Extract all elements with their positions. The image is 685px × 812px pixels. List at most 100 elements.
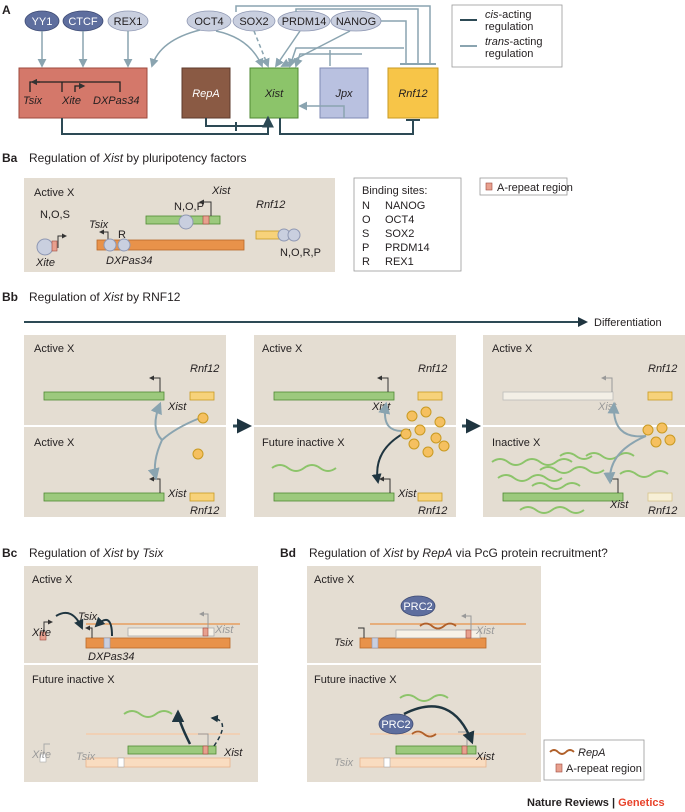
factor-ctcf: CTCF [62,10,104,32]
bb-stage-2: Active X Xist Rnf12 Future inactive X Xi… [254,335,456,517]
svg-text:Tsix: Tsix [334,757,354,769]
svg-text:PRC2: PRC2 [403,601,432,613]
svg-text:N,O,S: N,O,S [40,209,70,221]
svg-text:Differentiation: Differentiation [594,317,662,329]
svg-text:Rnf12: Rnf12 [256,199,285,211]
svg-text:Rnf12: Rnf12 [418,363,447,375]
svg-text:Xist: Xist [214,624,234,636]
svg-text:Xist: Xist [609,499,629,511]
svg-text:Bb: Bb [2,290,18,304]
svg-text:N,O,P: N,O,P [174,201,204,213]
gene-box-rnf12: Rnf12 [387,67,439,119]
gene-xite: Xite [61,95,81,107]
gene-box-tsix-cluster: Tsix Xite DXPas34 [18,67,148,119]
svg-text:RepA: RepA [192,88,220,100]
svg-text:N,O,R,P: N,O,R,P [280,247,321,259]
factor-rex1: REX1 [107,10,149,32]
svg-text:N: N [362,200,370,212]
svg-text:Active X: Active X [262,343,303,355]
svg-text:A-repeat region: A-repeat region [497,182,573,194]
svg-text:A-repeat region: A-repeat region [566,763,642,775]
svg-text:Inactive X: Inactive X [492,437,541,449]
svg-text:Tsix: Tsix [334,637,354,649]
factor-oct4: OCT4 [186,10,232,32]
svg-text:CTCF: CTCF [68,16,98,28]
bb-stage-1: Active X Xist Rnf12 Active X Xist Rnf12 [24,335,226,517]
svg-text:Xist: Xist [211,185,231,197]
bb-stage-3: Active X Xist Rnf12 Inactive X Xist Rnf1… [483,335,685,517]
gene-dxpas34: DXPas34 [93,95,139,107]
svg-text:S: S [362,228,369,240]
svg-text:REX1: REX1 [385,256,414,268]
svg-text:YY1: YY1 [32,16,53,28]
svg-text:regulation: regulation [485,21,533,33]
footer-credit: Nature Reviews | Genetics [527,797,665,809]
svg-text:RepA: RepA [578,747,606,759]
svg-text:Xite: Xite [35,257,55,269]
svg-text:REX1: REX1 [114,16,143,28]
svg-text:O: O [362,214,371,226]
svg-text:P: P [362,242,369,254]
panel-bc: Bc Regulation of Xist by Tsix Active X X… [2,546,258,782]
svg-text:SOX2: SOX2 [239,16,268,28]
svg-text:Future inactive X: Future inactive X [314,674,397,686]
svg-text:Active X: Active X [32,574,73,586]
svg-text:Rnf12: Rnf12 [648,363,677,375]
svg-text:Active X: Active X [34,343,75,355]
svg-text:PRDM14: PRDM14 [385,242,430,254]
svg-text:Active X: Active X [34,187,75,199]
svg-text:Active X: Active X [492,343,533,355]
cis-regulation-arrows [61,101,420,135]
svg-text:Xist: Xist [223,747,243,759]
factor-yy1: YY1 [24,10,60,32]
binding-sites-legend: Binding sites: N NANOG O OCT4 S SOX2 P P… [353,177,462,272]
svg-text:PRDM14: PRDM14 [282,16,327,28]
trans-regulation-arrows [37,5,436,68]
svg-text:Xist: Xist [371,401,391,413]
legend-cis: cis-acting [485,9,531,21]
svg-text:Xist: Xist [397,488,417,500]
svg-text:Xist: Xist [475,751,495,763]
panel-a-legend: cis-acting regulation trans-acting regul… [451,4,563,68]
svg-text:Xist: Xist [475,625,495,637]
svg-text:NANOG: NANOG [385,200,425,212]
panel-ba-title: Regulation of Xist by pluripotency facto… [29,151,246,165]
panel-bd-title: Regulation of Xist by RepA via PcG prote… [309,546,608,560]
svg-text:Active X: Active X [314,574,355,586]
panel-ba: Ba Regulation of Xist by pluripotency fa… [2,151,573,272]
arepeat-legend: A-repeat region [479,177,573,196]
svg-text:Tsix: Tsix [76,751,96,763]
panel-a-label: A [2,3,11,17]
svg-text:Binding sites:: Binding sites: [362,185,427,197]
svg-text:NANOG: NANOG [336,16,376,28]
factor-nanog: NANOG [330,10,382,32]
svg-text:Future inactive X: Future inactive X [32,674,115,686]
svg-text:Rnf12: Rnf12 [398,88,427,100]
svg-text:OCT4: OCT4 [385,214,414,226]
panel-bd: Bd Regulation of Xist by RepA via PcG pr… [280,546,645,782]
svg-text:Tsix: Tsix [89,219,109,231]
svg-text:Active X: Active X [34,437,75,449]
svg-text:Rnf12: Rnf12 [418,505,447,517]
svg-text:PRC2: PRC2 [381,719,410,731]
svg-text:regulation: regulation [485,48,533,60]
bd-legend: RepA A-repeat region [543,739,645,781]
svg-text:OCT4: OCT4 [194,16,223,28]
svg-text:DXPas34: DXPas34 [106,255,152,267]
svg-text:Rnf12: Rnf12 [190,363,219,375]
svg-text:R: R [362,256,370,268]
gene-box-xist: Xist [249,67,299,119]
panel-bc-title: Regulation of Xist by Tsix [29,546,164,560]
svg-text:Xist: Xist [167,488,187,500]
legend-trans: trans-acting [485,36,543,48]
gene-box-repa: RepA [181,67,231,119]
factor-sox2: SOX2 [232,10,276,32]
svg-text:Tsix: Tsix [78,611,98,623]
svg-text:Xite: Xite [31,749,51,761]
panel-a: A YY1 CTCF REX1 OCT4 SOX2 PRDM14 NANOG [2,3,563,135]
svg-text:Rnf12: Rnf12 [648,505,677,517]
svg-text:Bd: Bd [280,546,296,560]
svg-text:SOX2: SOX2 [385,228,414,240]
svg-text:Bc: Bc [2,546,18,560]
